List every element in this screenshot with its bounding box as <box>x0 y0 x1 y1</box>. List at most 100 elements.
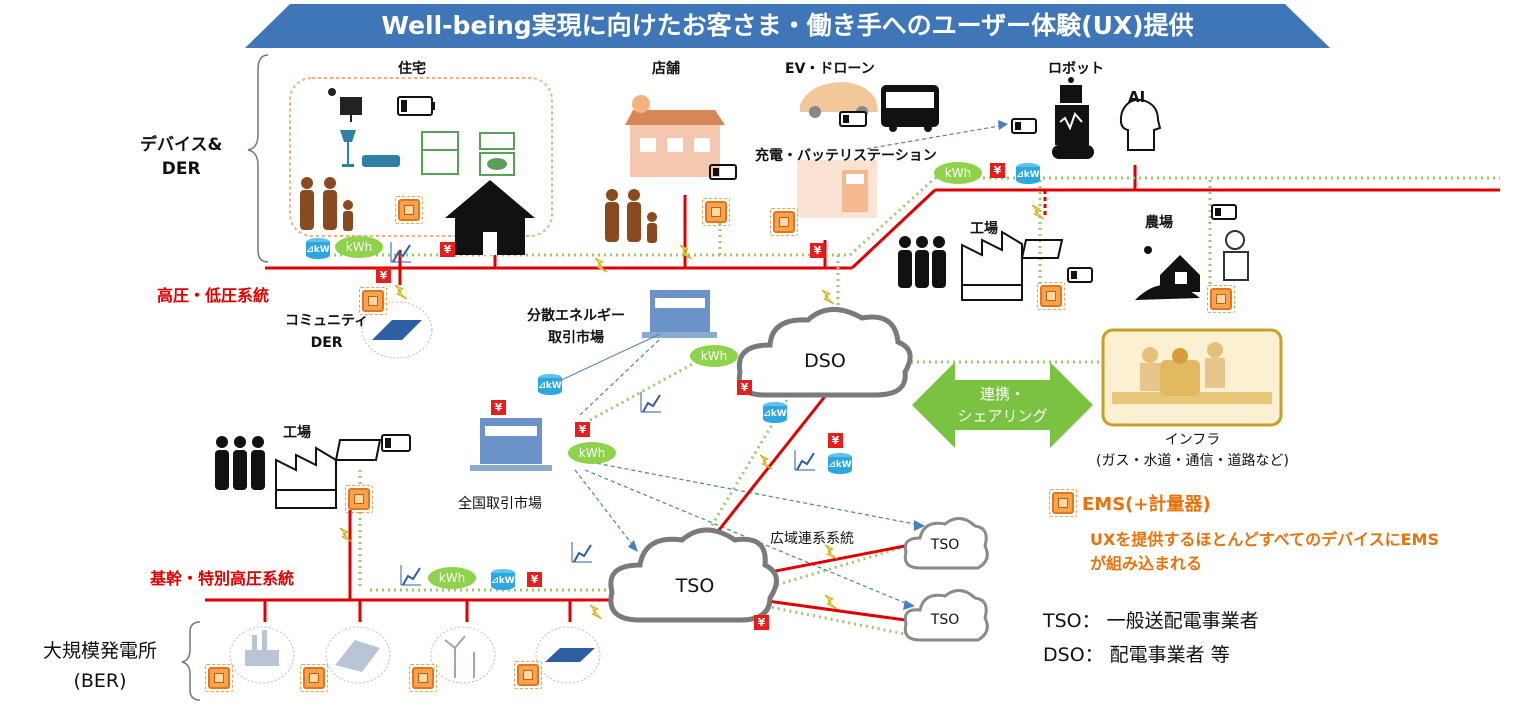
akw-text: ⊿kW <box>1016 170 1040 180</box>
der-market-label: 分散エネルギー 取引市場 <box>527 305 625 349</box>
solar-panel-factory-mid-icon <box>334 439 382 461</box>
yen-badge: ¥ <box>440 242 455 257</box>
ems-legend-chip-icon <box>1049 489 1077 517</box>
title-text: Well-being実現に向けたお客さま・働き手へのユーザー体験(UX)提供 <box>381 11 1194 40</box>
fridge-icon <box>421 131 459 175</box>
farmer-icon <box>1223 230 1249 281</box>
ems-chip-icon <box>300 664 328 692</box>
farm-label: 農場 <box>1145 215 1173 231</box>
der-market-line1: 分散エネルギー <box>527 308 625 324</box>
bathtub-icon <box>362 155 400 167</box>
store-label: 店舗 <box>652 61 680 77</box>
battery-icon-farm <box>1211 204 1237 220</box>
akw-text: ⊿kW <box>538 381 562 391</box>
coop-arrow <box>912 362 1093 448</box>
bulk-plant-line2: (BER) <box>73 670 127 692</box>
infra-label: インフラ (ガス・水道・通信・道路など) <box>1080 430 1305 472</box>
akw-badge: ⊿kW <box>537 373 563 395</box>
ems-chip-icon <box>1207 285 1235 313</box>
community-der-line2: DER <box>310 335 343 351</box>
workers-mid-icon <box>215 436 265 490</box>
factory-top-icon <box>961 230 1023 301</box>
community-der-line1: コミュニティ <box>285 313 369 329</box>
coop-line2: シェアリング <box>957 407 1048 425</box>
charging-station-icon <box>797 160 877 218</box>
solar-panel-icon <box>328 88 362 122</box>
akw-badge: ⊿kW <box>305 237 331 259</box>
ems-chip-icon <box>770 208 798 236</box>
ems-legend-desc: UXを提供するほとんどすべてのデバイスにEMS が組み込まれる <box>1090 528 1439 576</box>
battery-icon-ev <box>839 111 867 127</box>
devices-der-line1: デバイス& <box>140 135 223 155</box>
lamp-icon <box>340 130 356 167</box>
robot-icon <box>1052 77 1094 159</box>
infra-pipe-illustration <box>1112 342 1272 404</box>
akw-text: ⊿kW <box>763 409 787 419</box>
ems-chip-icon <box>1037 282 1065 310</box>
washer-icon <box>479 152 515 176</box>
factory-mid-label: 工場 <box>283 425 311 441</box>
ems-chip-icon <box>514 661 542 689</box>
tso-cloud-right-1 <box>903 517 989 570</box>
workers-top-icon <box>898 236 946 288</box>
trend-chart-icons <box>390 242 815 586</box>
hv-lv-grid <box>265 165 1500 285</box>
tso-cloud-right-2 <box>903 589 989 642</box>
national-market-label: 全国取引市場 <box>458 496 542 512</box>
community-der-label: コミュニティ DER <box>285 310 368 354</box>
national-market-shop-icon <box>470 418 552 471</box>
yen-badge: ¥ <box>990 163 1005 178</box>
infra-line1: インフラ <box>1164 432 1221 448</box>
battery-icon-robot <box>1011 118 1037 134</box>
der-market-line2: 取引市場 <box>548 330 604 346</box>
battery-icon-store <box>709 164 737 180</box>
ems-desc-line2: が組み込まれる <box>1090 554 1203 573</box>
akw-badge: ⊿kW <box>1015 162 1041 184</box>
kwh-badge: kWh <box>934 162 982 184</box>
coop-line1: 連携・ <box>979 385 1025 403</box>
thermal-plant-icon <box>229 626 295 684</box>
infra-line2: (ガス・水道・通信・道路など) <box>1096 453 1289 469</box>
ai-label: AI <box>1128 88 1146 106</box>
tso-cloud-label: TSO <box>675 575 715 597</box>
devices-der-label: デバイス& DER <box>140 133 222 181</box>
battery-icon-house <box>397 96 435 116</box>
house-icon <box>445 180 535 255</box>
yen-badge: ¥ <box>527 572 542 587</box>
ems-chip-icon <box>359 287 387 315</box>
ems-chip-icon <box>409 664 437 692</box>
grid-trunk-label: 基幹・特別高圧系統 <box>150 569 295 588</box>
tso-links <box>754 543 911 622</box>
housing-label: 住宅 <box>398 61 426 77</box>
microwave-icon <box>479 132 515 150</box>
wind-plant-icon <box>430 626 496 684</box>
trunk-grid <box>205 510 612 622</box>
factory-mid-icon <box>275 446 337 509</box>
bulk-plant-label: 大規模発電所 (BER) <box>15 636 185 696</box>
yen-badge: ¥ <box>491 400 506 415</box>
dso-definition: DSO： 配電事業者 等 <box>1043 644 1230 666</box>
family-store-icon <box>605 189 657 243</box>
kwh-badge: kWh <box>690 345 738 367</box>
akw-text: ⊿kW <box>828 460 852 470</box>
akw-badge: ⊿kW <box>490 568 516 590</box>
lightning-bolts <box>339 204 1045 620</box>
family-house-icon <box>300 177 353 231</box>
factory-top-label: 工場 <box>970 221 998 237</box>
ems-chip-icon <box>345 485 373 513</box>
housing-box <box>289 77 553 237</box>
community-der-icon <box>361 301 433 359</box>
bulk-brace <box>181 621 201 701</box>
tso-cloud-main <box>608 527 779 623</box>
kwh-badge: kWh <box>428 567 476 589</box>
bulk-plant-line1: 大規模発電所 <box>42 640 157 662</box>
sun-icon <box>1144 246 1152 254</box>
yen-badge: ¥ <box>754 615 769 630</box>
yen-badge: ¥ <box>376 268 391 283</box>
yen-badge: ¥ <box>810 243 825 258</box>
ems-chip-icon <box>205 664 233 692</box>
dso-cloud <box>736 307 913 398</box>
ev-drone-label: EV・ドローン <box>785 61 875 77</box>
yen-badge: ¥ <box>575 422 590 437</box>
